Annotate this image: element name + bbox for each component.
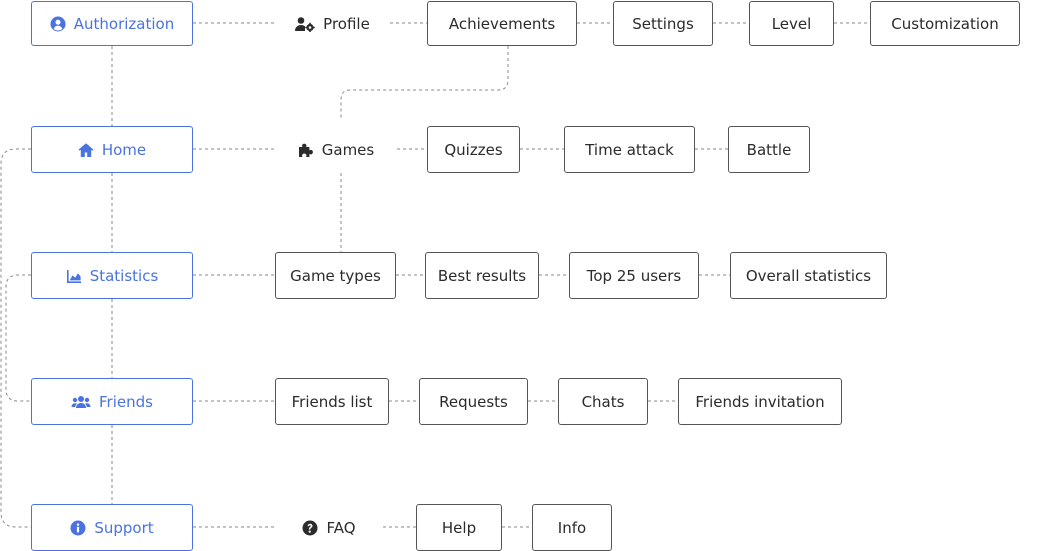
connector-line [5,274,31,402]
nav-authorization-label: Authorization [73,14,175,33]
node-profile-label: Profile [323,14,370,33]
question-circle-icon [302,520,318,536]
node-faq-label: FAQ [326,518,356,537]
node-profile[interactable]: Profile [275,1,390,46]
node-chats[interactable]: Chats [558,378,648,425]
node-level[interactable]: Level [749,1,834,46]
puzzle-icon [298,142,314,158]
node-overall-statistics[interactable]: Overall statistics [730,252,887,299]
home-icon [78,142,94,158]
node-help[interactable]: Help [416,504,502,551]
chart-icon [66,268,82,284]
connector-line [0,148,31,528]
node-games-label: Games [321,140,375,159]
node-top-25-users[interactable]: Top 25 users [569,252,699,299]
user-circle-icon [50,16,66,32]
node-game-types[interactable]: Game types [275,252,396,299]
info-circle-icon [70,520,86,536]
node-customization[interactable]: Customization [870,1,1020,46]
nav-home[interactable]: Home [31,126,193,173]
connector-line [340,46,509,118]
node-settings[interactable]: Settings [613,1,713,46]
node-time-attack[interactable]: Time attack [564,126,695,173]
node-battle[interactable]: Battle [728,126,810,173]
node-friends-invitation[interactable]: Friends invitation [678,378,842,425]
nav-authorization[interactable]: Authorization [31,1,193,46]
nav-statistics-label: Statistics [89,266,159,285]
node-requests[interactable]: Requests [419,378,528,425]
node-games[interactable]: Games [275,126,397,173]
nav-friends[interactable]: Friends [31,378,193,425]
nav-statistics[interactable]: Statistics [31,252,193,299]
user-gear-icon [295,16,315,32]
nav-support[interactable]: Support [31,504,193,551]
node-faq[interactable]: FAQ [275,504,383,551]
node-quizzes[interactable]: Quizzes [427,126,520,173]
nav-home-label: Home [101,140,147,159]
node-achievements[interactable]: Achievements [427,1,577,46]
node-friends-list[interactable]: Friends list [275,378,389,425]
users-icon [71,394,91,410]
node-info[interactable]: Info [532,504,612,551]
nav-support-label: Support [94,518,154,537]
node-best-results[interactable]: Best results [425,252,539,299]
nav-friends-label: Friends [99,392,153,411]
